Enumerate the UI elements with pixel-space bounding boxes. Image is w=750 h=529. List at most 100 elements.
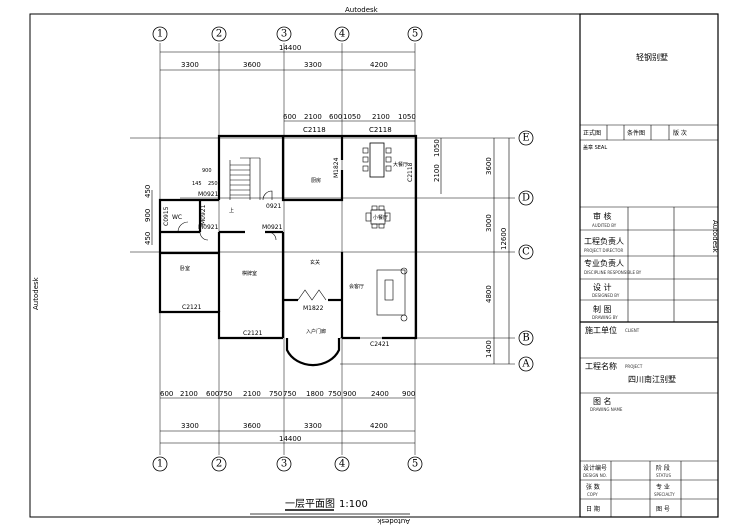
svg-text:C0915: C0915	[163, 206, 170, 226]
svg-text:750: 750	[269, 390, 282, 398]
svg-text:盖章 SEAL: 盖章 SEAL	[583, 144, 607, 151]
svg-text:450: 450	[144, 185, 152, 198]
svg-text:600: 600	[206, 390, 219, 398]
svg-text:2100: 2100	[433, 164, 441, 182]
svg-text:M1824: M1824	[333, 157, 340, 178]
svg-text:大餐厅: 大餐厅	[393, 161, 408, 168]
axis-bubbles-top: 1 2 3 4 5	[152, 26, 423, 42]
svg-text:日 期: 日 期	[586, 505, 600, 513]
svg-text:M0921: M0921	[198, 224, 219, 231]
svg-text:C2121: C2121	[243, 330, 263, 337]
svg-text:600: 600	[283, 113, 296, 121]
staircase: 上 900 145 250	[192, 160, 250, 214]
svg-text:图 名: 图 名	[593, 396, 612, 406]
svg-text:12600: 12600	[500, 228, 508, 250]
svg-text:3300: 3300	[181, 422, 199, 430]
svg-text:2100: 2100	[372, 113, 390, 121]
svg-text:STATUS: STATUS	[656, 473, 671, 478]
svg-text:C2421: C2421	[370, 341, 390, 348]
svg-text:工程负责人: 工程负责人	[584, 236, 624, 246]
svg-text:M1822: M1822	[303, 305, 324, 312]
svg-text:CLIENT: CLIENT	[625, 328, 640, 333]
sofa-set	[376, 267, 408, 322]
svg-text:C: C	[522, 247, 530, 258]
svg-text:5: 5	[412, 459, 418, 470]
svg-text:750: 750	[283, 390, 296, 398]
svg-text:900: 900	[202, 168, 212, 174]
drawing-title: 一层平面图	[285, 498, 335, 510]
svg-text:1: 1	[157, 459, 163, 470]
svg-text:轻钢别墅: 轻钢别墅	[636, 52, 668, 62]
svg-text:4200: 4200	[370, 61, 388, 69]
svg-text:上: 上	[229, 207, 234, 214]
svg-text:4: 4	[339, 29, 345, 40]
svg-text:专 业: 专 业	[656, 483, 670, 491]
svg-text:审 核: 审 核	[593, 211, 612, 221]
svg-text:2100: 2100	[304, 113, 322, 121]
svg-text:1050: 1050	[343, 113, 361, 121]
svg-text:小餐厅: 小餐厅	[373, 214, 388, 221]
svg-text:4800: 4800	[485, 285, 493, 303]
svg-text:4: 4	[339, 459, 345, 470]
svg-text:阶 段: 阶 段	[656, 464, 670, 472]
svg-text:施工单位: 施工单位	[585, 325, 617, 335]
svg-text:专业负责人: 专业负责人	[584, 258, 624, 268]
svg-text:入户门廊: 入户门廊	[306, 328, 326, 335]
svg-text:3300: 3300	[304, 422, 322, 430]
svg-text:600: 600	[160, 390, 173, 398]
svg-text:3600: 3600	[243, 422, 261, 430]
svg-text:版 次: 版 次	[673, 129, 687, 137]
svg-text:3: 3	[281, 29, 287, 40]
svg-text:3600: 3600	[485, 157, 493, 175]
svg-text:正式图: 正式图	[583, 129, 601, 137]
svg-text:条件图: 条件图	[627, 129, 645, 137]
svg-text:SPECIALTY: SPECIALTY	[654, 492, 675, 497]
watermark-top: Autodesk	[345, 6, 379, 14]
svg-text:4200: 4200	[370, 422, 388, 430]
svg-text:A: A	[521, 359, 530, 370]
axis-bubbles-bottom: 1 2 3 4 5	[152, 456, 423, 472]
top-dimensions: 14400 3300 3600 3300 4200 600 2100 600 1…	[160, 44, 416, 134]
opening-labels: M1824 C2118 M0921 0921 M0921 M0921 M0921…	[163, 157, 414, 348]
svg-text:C2118: C2118	[303, 126, 326, 134]
svg-text:2: 2	[216, 29, 222, 40]
title-block: 轻钢别墅 正式图 条件图 版 次 盖章 SEAL 审 核 AUDITED BY 工…	[579, 13, 719, 518]
svg-text:四川南江别墅: 四川南江别墅	[628, 374, 676, 384]
svg-text:WC: WC	[172, 214, 182, 221]
svg-text:1: 1	[157, 29, 163, 40]
svg-text:145: 145	[192, 181, 202, 187]
right-dimensions: 3600 3000 4800 1400 12600 1050 2100	[433, 138, 510, 364]
svg-text:900: 900	[144, 209, 152, 222]
svg-text:工程名称: 工程名称	[585, 361, 617, 371]
room-labels: 厨房 大餐厅 小餐厅 卧室 棋牌室 玄关 会客厅 入户门廊 WC	[172, 161, 408, 335]
svg-text:3300: 3300	[304, 61, 322, 69]
svg-text:图 号: 图 号	[656, 506, 670, 513]
svg-text:3000: 3000	[485, 214, 493, 232]
svg-text:B: B	[522, 333, 529, 344]
dining-table-large	[362, 142, 392, 178]
svg-text:厨房: 厨房	[311, 177, 321, 184]
svg-text:14400: 14400	[279, 44, 301, 52]
svg-text:玄关: 玄关	[310, 259, 320, 266]
svg-text:会客厅: 会客厅	[349, 283, 364, 290]
svg-text:14400: 14400	[279, 435, 301, 443]
drawing-scale: 1:100	[339, 499, 368, 510]
svg-text:3: 3	[281, 459, 287, 470]
svg-text:DRAWING BY: DRAWING BY	[592, 315, 618, 320]
svg-text:设计编号: 设计编号	[583, 464, 607, 472]
left-dimensions: 450 900 450	[144, 185, 153, 245]
entrance-porch	[285, 338, 341, 367]
svg-text:450: 450	[144, 232, 152, 245]
svg-text:2400: 2400	[371, 390, 389, 398]
svg-text:C2121: C2121	[182, 304, 202, 311]
svg-text:2100: 2100	[180, 390, 198, 398]
svg-text:AUDITED BY: AUDITED BY	[592, 223, 617, 228]
svg-text:5: 5	[412, 29, 418, 40]
svg-text:M0921: M0921	[198, 191, 219, 198]
watermark-left: Autodesk	[32, 276, 40, 310]
svg-text:设 计: 设 计	[593, 282, 612, 292]
svg-text:DISCIPLINE RESPONSIBLE BY: DISCIPLINE RESPONSIBLE BY	[584, 270, 642, 275]
svg-text:制 图: 制 图	[593, 304, 612, 314]
svg-text:M0921: M0921	[262, 224, 283, 231]
